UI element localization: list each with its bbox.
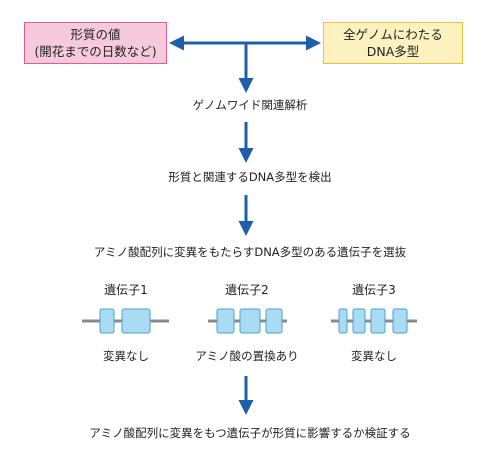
- gene-2-exon: [239, 308, 261, 334]
- gene-3-exon: [338, 308, 348, 334]
- step-gwas: ゲノムワイド関連解析: [192, 98, 308, 112]
- gene-3-exon: [370, 308, 386, 334]
- gene-2-note: アミノ酸の置換あり: [195, 349, 299, 363]
- gene-3-exon: [352, 308, 366, 334]
- gene-1-label: 遺伝子1: [104, 283, 148, 297]
- gene-1-structure: [82, 308, 169, 334]
- gene-1-exon: [99, 308, 115, 334]
- trait-value-box: 形質の値 (開花までの日数など): [24, 22, 167, 64]
- genome-polymorphism-line2: DNA多型: [366, 44, 420, 59]
- gene-3-label: 遺伝子3: [352, 283, 396, 297]
- gene-3-note: 変異なし: [351, 349, 397, 363]
- gene-1-note: 変異なし: [103, 349, 149, 363]
- gene-3-exon: [392, 308, 408, 334]
- gene-3-structure: [331, 308, 417, 334]
- step-select: アミノ酸配列に変異をもたらすDNA多型のある遺伝子を選抜: [93, 245, 407, 259]
- gene-2-label: 遺伝子2: [225, 283, 269, 297]
- gene-1-exon: [121, 308, 151, 334]
- gene-2-exon: [265, 308, 283, 334]
- trait-value-title: 形質の値: [70, 27, 121, 42]
- step-detect: 形質と関連するDNA多型を検出: [168, 170, 332, 184]
- trait-value-example: (開花までの日数など): [34, 44, 157, 59]
- genome-polymorphism-box: 全ゲノムにわたる DNA多型: [323, 22, 463, 64]
- gene-2-exon: [216, 308, 235, 334]
- gene-2-structure: [208, 308, 287, 334]
- genome-polymorphism-line1: 全ゲノムにわたる: [343, 27, 443, 42]
- step-verify: アミノ酸配列に変異をもつ遺伝子が形質に影響するか検証する: [89, 426, 411, 440]
